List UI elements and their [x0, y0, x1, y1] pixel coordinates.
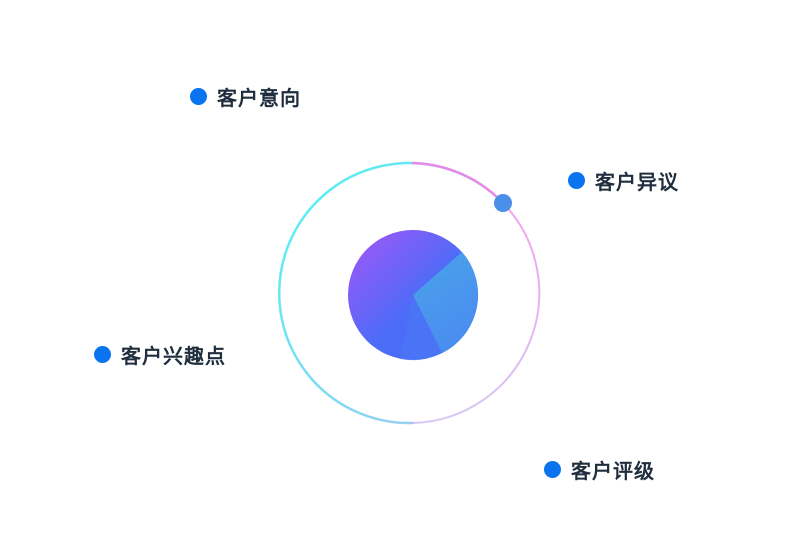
- progress-ring-top-arc: [411, 161, 505, 205]
- label-text: 客户意向: [217, 85, 301, 110]
- progress-ring-right-arc: [412, 202, 541, 424]
- bullet-dot-icon: [94, 345, 111, 363]
- pie-segment-cyan: [413, 252, 479, 353]
- label-customer-objection: 客户异议: [568, 166, 679, 194]
- label-customer-interest-points: 客户兴趣点: [94, 340, 226, 368]
- pie-segment-blend: [400, 295, 442, 361]
- label-text: 客户评级: [571, 458, 655, 483]
- label-text: 客户异议: [595, 169, 679, 194]
- bullet-dot-icon: [568, 171, 585, 189]
- label-text: 客户兴趣点: [121, 343, 226, 368]
- label-customer-rating: 客户评级: [544, 455, 655, 483]
- bullet-dot-icon: [190, 87, 207, 105]
- ring-knob-handle[interactable]: [494, 194, 512, 212]
- label-customer-intent: 客户意向: [190, 82, 301, 110]
- bullet-dot-icon: [544, 460, 561, 478]
